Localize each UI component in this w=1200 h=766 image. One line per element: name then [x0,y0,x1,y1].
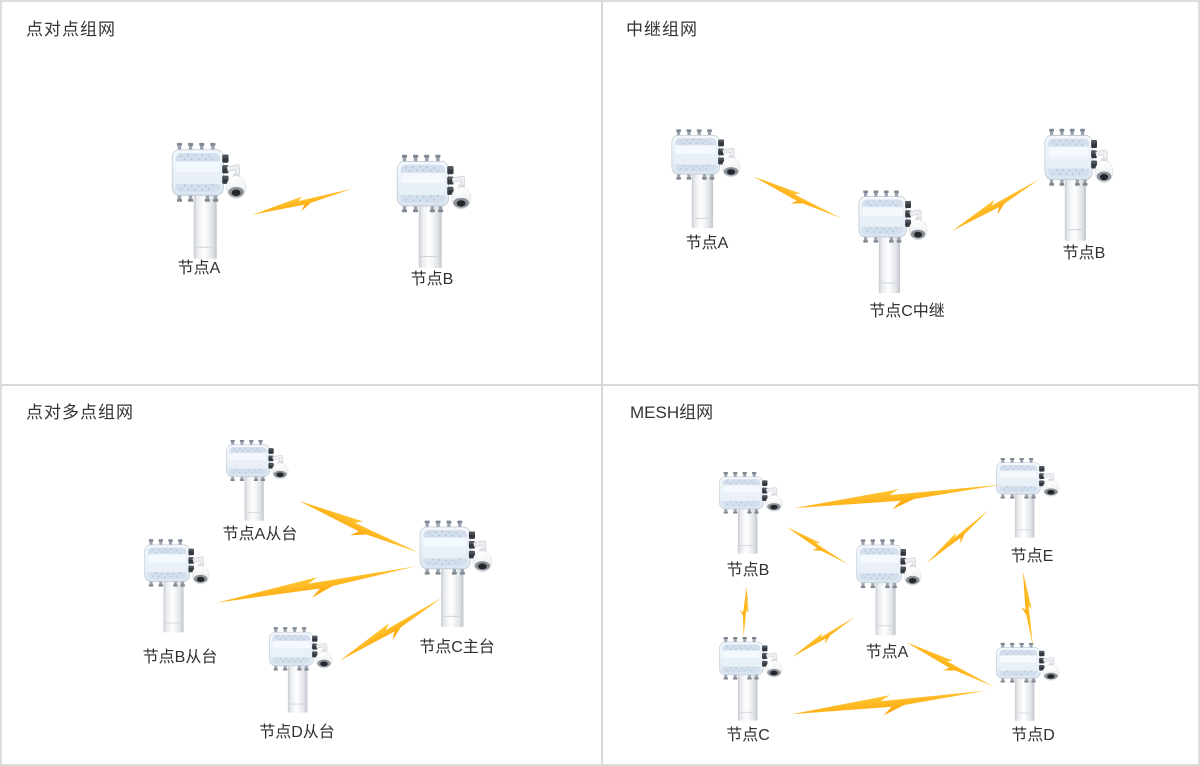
node-label-relay-c: 节点C中继 [869,303,945,320]
node-label-p2p-b: 节点B [410,271,454,288]
horizontal-panel-divider [2,384,1198,386]
node-device-relay-c [858,190,928,294]
node-device-mesh-c [719,636,783,721]
wireless-link-bolt-mesh-ed [1018,571,1035,647]
node-device-p2mp-d [269,626,333,713]
node-device-mesh-a [856,539,922,636]
node-device-p2p-b [396,154,472,269]
node-label-p2p-a: 节点A [177,260,221,277]
node-label-p2mp-d: 节点D从台 [259,724,335,741]
panel-title-p2p: 点对点组网 [26,20,116,39]
node-label-relay-b: 节点B [1062,245,1106,262]
wireless-link-bolt-mesh-cd [790,686,988,724]
node-device-p2p-a [171,142,247,260]
node-device-relay-a [671,129,741,229]
wireless-link-bolt-relay-ac [750,170,843,228]
wireless-link-bolt-p2p-ab [250,185,356,222]
node-label-mesh-b: 节点B [726,562,770,579]
panel-title-mesh: MESH组网 [630,403,714,422]
wireless-link-bolt-relay-cb [948,176,1046,237]
panel-title-relay: 中继组网 [626,20,698,39]
node-label-mesh-d: 节点D [1011,727,1055,744]
wireless-link-bolt-p2mp-dc [335,594,449,668]
node-label-p2mp-b: 节点B从台 [142,649,218,666]
wireless-link-bolt-p2mp-bc [215,562,419,612]
node-device-relay-b [1044,128,1114,242]
node-label-relay-a: 节点A [685,235,729,252]
wireless-link-bolt-mesh-be [793,480,1003,518]
vertical-panel-divider [601,2,603,764]
node-device-p2mp-b [144,538,210,633]
node-label-p2mp-a: 节点A从台 [222,526,298,543]
node-device-p2mp-a [226,439,289,522]
panel-title-p2mp: 点对多点组网 [26,403,134,422]
node-label-mesh-a: 节点A [865,644,909,661]
node-device-mesh-d [996,642,1060,722]
node-device-mesh-b [719,471,783,555]
node-label-mesh-e: 节点E [1010,548,1054,565]
node-device-mesh-e [996,457,1060,539]
wireless-link-bolt-mesh-bc [736,586,752,638]
node-label-p2mp-c: 节点C主台 [419,639,495,656]
node-label-mesh-c: 节点C [726,727,770,744]
